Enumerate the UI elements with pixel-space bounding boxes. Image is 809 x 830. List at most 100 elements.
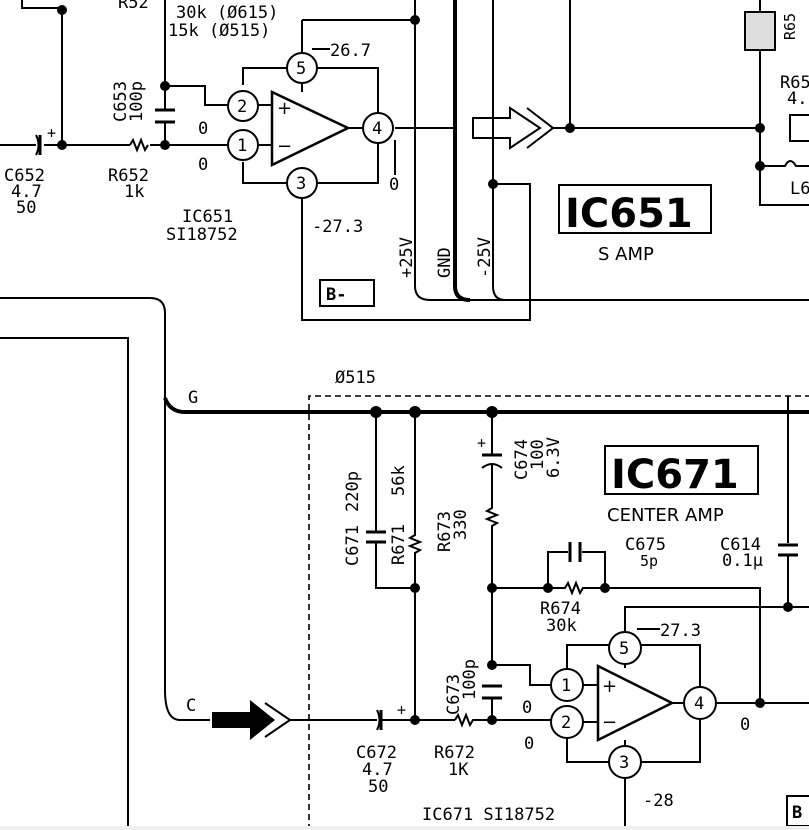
ic651-part-number: SI18752 (166, 225, 238, 245)
r671-value: 56k (389, 465, 409, 496)
r672-name: R672 (434, 743, 475, 763)
ic671-pin3-voltage: -28 (643, 791, 674, 811)
c672-name: C672 (356, 743, 397, 763)
junction (783, 602, 793, 612)
ic651-pin1-voltage: 0 (198, 155, 208, 175)
ic671-pin-1-label: 1 (561, 676, 571, 696)
ic671-pin-2 (550, 705, 584, 739)
rail-positive-label: +25V (397, 237, 417, 278)
c672-voltage: 50 (368, 777, 388, 797)
junction (488, 179, 498, 189)
ic671-pin-4 (683, 686, 717, 720)
c653-name: C653 (111, 81, 131, 122)
ic671-pin-3 (608, 745, 642, 779)
right-partial-components: R65 R65 4. L6 (744, 0, 809, 206)
rail-negative-label: -25V (475, 237, 495, 278)
ic651-pin-5 (286, 52, 318, 84)
junction (160, 140, 170, 150)
c652-value: 4.7 (11, 182, 42, 202)
ic671-part-number-backing (420, 805, 610, 824)
ic651-pin-2 (227, 90, 259, 122)
top-partial-label: R52 (118, 0, 149, 13)
ic671-pin4-voltage: 0 (740, 715, 750, 735)
ic671-part-number: IC671 SI18752 (422, 805, 555, 825)
net-c-input-arrow (212, 700, 377, 740)
ic651-output-arrow (472, 0, 765, 171)
junction (410, 15, 420, 25)
resistor-r652: R652 1k (108, 137, 149, 202)
svg-text:+: + (477, 434, 486, 452)
c671-value: 220p (343, 471, 363, 512)
ic671-pin2-voltage: 0 (524, 734, 534, 754)
resistor-r671: R671 56k (389, 412, 423, 720)
c671-name: C671 (343, 525, 363, 566)
c675-name: C675 (625, 535, 666, 555)
capacitor-c673: C673 100p (444, 659, 552, 720)
ic651-pin-2-label: 2 (237, 97, 247, 117)
ic671-pin-5 (608, 631, 642, 665)
ic671-title-block: IC671 CENTER AMP (604, 445, 759, 526)
region-label: Ø515 (335, 368, 376, 388)
ic651-pin-3 (286, 167, 318, 199)
c673-name: C673 (444, 674, 464, 715)
svg-text:+: + (397, 701, 406, 719)
ic651-title: IC651 (565, 191, 693, 237)
ic671-pin-3-label: 3 (619, 753, 629, 773)
resistor-r672: R672 1K (434, 712, 552, 780)
c673-value: 100p (460, 659, 480, 700)
left-bus-lines: G C (0, 297, 809, 830)
top-left-wiring (0, 0, 228, 150)
junction (410, 715, 420, 725)
c672-value: 4.7 (362, 760, 393, 780)
rail-ground-label: GND (435, 247, 455, 278)
ic651-pin5-voltage: 26.7 (330, 41, 371, 61)
ic651-pin-3-label: 3 (296, 174, 306, 194)
r652-value: 1k (124, 182, 144, 202)
capacitor-c672: + C672 4.7 50 (356, 701, 455, 797)
ic671-title: IC671 (611, 452, 739, 498)
net-g-label: G (188, 388, 198, 408)
ic671-pin-2-label: 2 (561, 713, 571, 733)
r65x-value: 4. (787, 89, 807, 109)
c674-value: 100 (528, 439, 548, 470)
junction (410, 583, 420, 593)
r674-name: R674 (540, 599, 581, 619)
ic651-pin-1-label: 1 (237, 136, 247, 156)
ic671-plus-sign: + (602, 676, 617, 697)
c614-value: 0.1μ (722, 551, 763, 571)
c675-value: 5p (640, 552, 658, 570)
c674-voltage: 6.3V (544, 437, 564, 478)
power-rails: +25V GND -25V (397, 0, 809, 302)
junction (160, 81, 170, 91)
junction (57, 5, 67, 15)
ic651-function: S AMP (598, 244, 654, 265)
capacitor-c652: + C652 4.7 50 (4, 124, 56, 218)
ic651-pin3-voltage: -27.3 (312, 217, 363, 237)
resistor-r673: R673 330 (435, 465, 500, 665)
capacitor-c671: C671 220p (343, 412, 415, 589)
r672-value: 1K (448, 760, 469, 780)
corner-marker: B (786, 795, 809, 827)
junction (565, 123, 575, 133)
c652-name: C652 (4, 166, 45, 186)
region-515: Ø515 (308, 368, 809, 830)
bottom-edge (0, 826, 809, 830)
l6x-label: L6 (790, 179, 809, 199)
ic671-pin1-voltage: 0 (522, 698, 532, 718)
ic671-pin-4-label: 4 (694, 694, 704, 714)
r671-name: R671 (389, 524, 409, 565)
corner-label: B (792, 803, 802, 823)
ic671-opamp: 1 2 3 4 5 + − 27.3 -28 0 0 0 (522, 621, 809, 830)
c652-voltage: 50 (16, 198, 36, 218)
c653-value: 100p (127, 81, 147, 122)
resistor-value-option-1: 30k (Ø615) (176, 3, 278, 23)
ic651-title-block: IC651 S AMP (558, 184, 712, 265)
c674-name: C674 (512, 439, 532, 480)
capacitor-c614: C614 0.1μ (624, 396, 809, 650)
junction (487, 715, 497, 725)
resistor-value-option-2: 15k (Ø515) (168, 21, 270, 41)
resistor-r674: R674 30k (492, 580, 761, 700)
ic651-minus-sign: − (277, 136, 292, 157)
ic671-pin-5-label: 5 (619, 639, 629, 659)
